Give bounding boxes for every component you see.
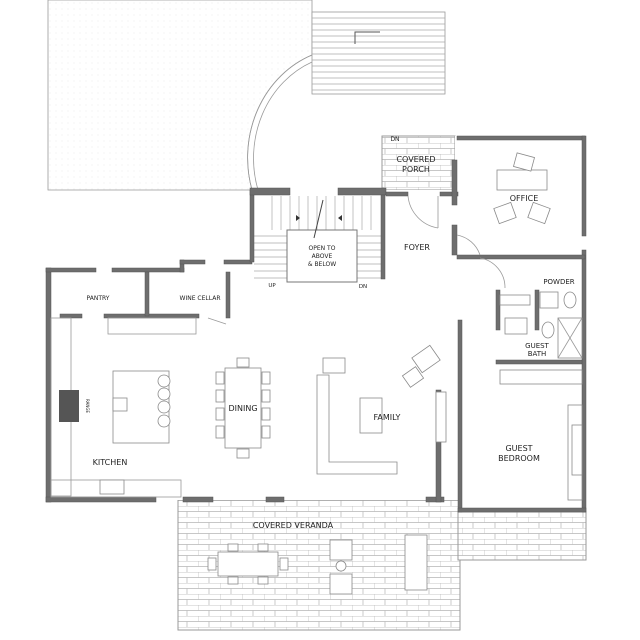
main-floor bbox=[48, 136, 585, 510]
kitchen-label: KITCHEN bbox=[93, 458, 128, 467]
guest-bath-label-2: BATH bbox=[528, 350, 547, 358]
dining-chair bbox=[236, 357, 250, 368]
outdoor-lounge-set bbox=[329, 534, 428, 595]
pantry-label: PANTRY bbox=[87, 295, 110, 302]
dining-chair bbox=[215, 425, 225, 439]
stair-open-label-2: ABOVE bbox=[312, 253, 333, 260]
dining-chair bbox=[215, 371, 225, 385]
bath-fixtures bbox=[499, 291, 583, 385]
stair-up-label: UP bbox=[268, 283, 276, 289]
family-label: FAMILY bbox=[374, 413, 401, 422]
exterior-terrace bbox=[47, 0, 313, 191]
dining-chair bbox=[261, 389, 271, 403]
doors bbox=[207, 195, 506, 325]
powder-label: POWDER bbox=[543, 278, 574, 286]
guest-bedroom-label-2: BEDROOM bbox=[498, 454, 540, 463]
office-label: OFFICE bbox=[510, 194, 539, 203]
exterior-stair bbox=[311, 11, 446, 95]
dining-label: DINING bbox=[228, 404, 257, 413]
kitchen-fixtures bbox=[50, 317, 182, 498]
covered-veranda-label: COVERED VERANDA bbox=[253, 521, 334, 530]
dining-chair bbox=[215, 407, 225, 421]
wine-cellar-label: WINE CELLAR bbox=[180, 295, 221, 302]
guest-bath-label-1: GUEST bbox=[525, 342, 549, 350]
office-furniture bbox=[493, 152, 551, 225]
dining-chair bbox=[215, 389, 225, 403]
curved-path bbox=[247, 54, 313, 191]
interior-stair bbox=[254, 196, 381, 283]
stair-open-label-3: & BELOW bbox=[308, 261, 336, 268]
dining-chair bbox=[236, 448, 250, 459]
covered-porch-label-1: COVERED bbox=[396, 155, 435, 164]
dining-chair bbox=[261, 407, 271, 421]
dining-table bbox=[215, 357, 271, 459]
stair-down-label: DN bbox=[359, 284, 367, 290]
family-furniture bbox=[316, 344, 447, 475]
dining-chair bbox=[261, 425, 271, 439]
dining-chair bbox=[261, 371, 271, 385]
bedroom-patio-floor bbox=[457, 511, 587, 561]
range-label: RANGE bbox=[85, 399, 90, 413]
guest-bedroom-label-1: GUEST bbox=[505, 444, 532, 453]
foyer-label: FOYER bbox=[404, 243, 430, 252]
outdoor-dining-set bbox=[207, 543, 289, 585]
stair-open-label-1: OPEN TO bbox=[309, 245, 336, 252]
covered-porch-label-2: PORCH bbox=[402, 165, 430, 174]
walls bbox=[45, 135, 587, 513]
porch-stair-label: DN bbox=[390, 136, 399, 143]
bed bbox=[567, 404, 583, 501]
